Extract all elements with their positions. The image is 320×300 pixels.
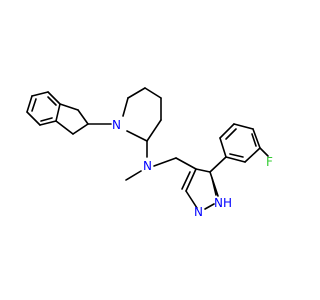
pyrazole-ring xyxy=(181,168,219,210)
piperidine-nitrogen-label: N xyxy=(112,118,121,132)
indane-benzene-ring xyxy=(26,91,61,126)
fluorophenyl-ring xyxy=(219,123,261,163)
pyrazole-nh-nitrogen-label: N xyxy=(214,196,223,210)
amine-nitrogen-label: N xyxy=(143,159,152,173)
pyrazole-to-phenyl-bond xyxy=(209,156,227,173)
n-methyl-bond xyxy=(125,170,142,181)
pyrazole-nitrogen-label: N xyxy=(194,205,203,219)
piperidine-ring xyxy=(122,87,162,142)
fluorine-label: F xyxy=(266,155,273,169)
methylene-to-pyrazole-bond xyxy=(175,157,197,170)
amine-to-methylene-bond xyxy=(153,157,177,167)
molecule-canvas: N N N N H F xyxy=(26,87,273,219)
pyrazole-nh-hydrogen-label: H xyxy=(223,196,232,210)
carbon-fluorine-bond xyxy=(259,147,269,157)
molecule-structure: N N N N H F xyxy=(26,87,273,219)
indane-cyclopentane-ring xyxy=(55,103,89,135)
